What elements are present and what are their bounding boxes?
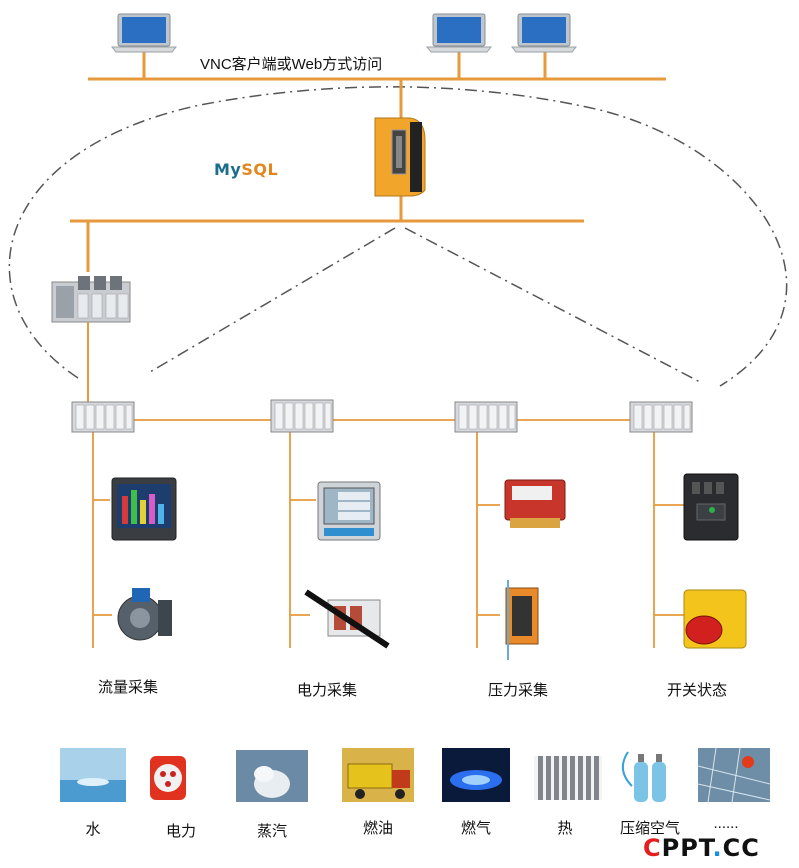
- laptop-icon: [110, 13, 178, 53]
- pressure-sensor-icon: [505, 580, 539, 660]
- steam-icon: [236, 750, 308, 802]
- gas-cylinder-icon: [621, 751, 666, 802]
- category-label-switch: 开关状态: [666, 682, 728, 699]
- laptop-icon: [510, 13, 578, 53]
- flow-recorder-icon: [111, 477, 177, 541]
- water-drop-icon: [60, 748, 126, 802]
- resource-label-electricity: 电力: [165, 823, 197, 840]
- power-meter-icon: [317, 481, 381, 541]
- gas-flame-icon: [442, 748, 510, 802]
- resource-label-water: 水: [85, 821, 101, 838]
- solar-panel-icon: [697, 747, 771, 803]
- io-module-icon: [71, 401, 135, 433]
- top-bus: [70, 48, 666, 272]
- laptop-icon: [425, 13, 493, 53]
- radiator-icon: [534, 756, 602, 800]
- resource-label-steam: 蒸汽: [256, 823, 288, 840]
- resource-label-fuel: 燃油: [362, 820, 394, 837]
- flow-meter-icon: [117, 588, 172, 641]
- circuit-breaker-icon: [683, 473, 739, 541]
- category-label-pressure: 压力采集: [487, 682, 549, 699]
- power-plug-icon: [150, 756, 186, 800]
- pressure-transmitter-icon: [504, 479, 566, 528]
- dash-link-left: [149, 227, 396, 373]
- category-label-flow: 流量采集: [97, 679, 159, 696]
- resource-label-compressed-air: 压缩空气: [619, 820, 681, 837]
- io-module-icon: [629, 401, 693, 433]
- category-label-power: 电力采集: [296, 682, 358, 699]
- plc-controller-icon: [51, 276, 131, 323]
- emergency-stop-icon: [683, 589, 747, 649]
- field-bus: [92, 419, 684, 648]
- io-module-icon: [270, 399, 334, 433]
- resource-label-more: ......: [713, 815, 739, 832]
- resource-label-gas: 燃气: [460, 820, 492, 837]
- fuel-truck-icon: [342, 748, 414, 802]
- access-label: VNC客户端或Web方式访问: [200, 56, 383, 73]
- resource-label-heat: 热: [557, 820, 573, 837]
- mysql-logo-icon: MySQL: [214, 160, 279, 179]
- dash-link-right: [404, 227, 701, 383]
- current-transformer-icon: [304, 589, 390, 649]
- server-icon: [374, 117, 426, 197]
- watermark-logo: CPPT.CC: [643, 834, 760, 862]
- io-module-icon: [454, 401, 518, 433]
